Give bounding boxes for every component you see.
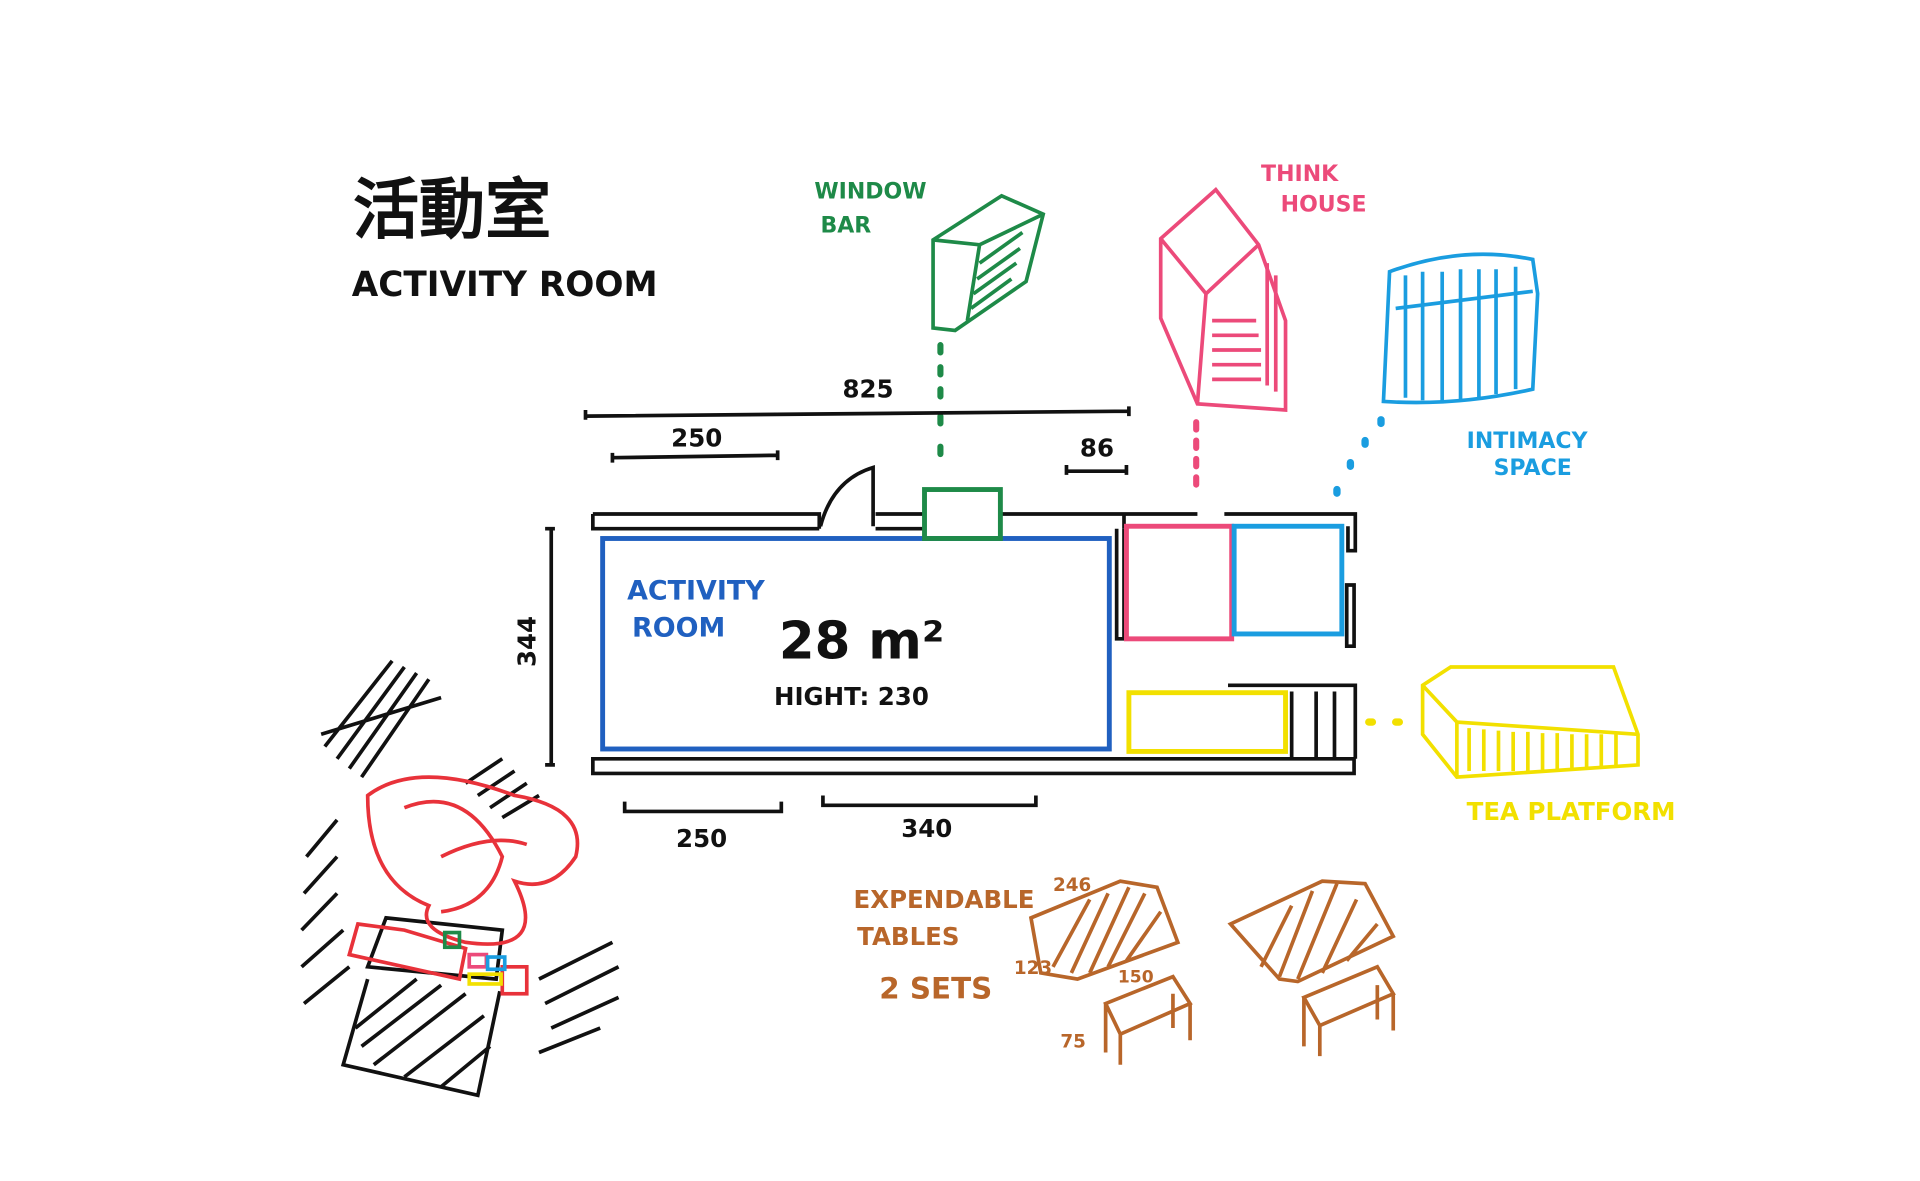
window-bar-label-2: BAR: [820, 214, 871, 239]
perspective-sketch: [300, 659, 620, 1098]
window-bar-sketch: [931, 193, 1046, 458]
think-house-label-1: THINK: [1261, 162, 1339, 187]
expendable-tables-sketch: [1028, 879, 1396, 1065]
room-height: HIGHT: 230: [774, 682, 929, 711]
title-chinese: 活動室: [353, 172, 551, 249]
tables-sets: 2 SETS: [879, 972, 992, 1006]
tables-label-2: TABLES: [857, 922, 959, 951]
tea-platform-plan: [1126, 690, 1288, 754]
table-length: 246: [1053, 875, 1091, 896]
small-table-height: 75: [1060, 1032, 1086, 1053]
think-house-plan: [1123, 523, 1235, 642]
think-house-sketch: [1158, 187, 1288, 488]
floor-plan: [591, 465, 1358, 776]
dim-top-left: 250: [671, 424, 722, 453]
intimacy-space-label-1: INTIMACY: [1467, 429, 1589, 454]
tea-platform-sketch: [1365, 665, 1640, 780]
dim-top-right: 86: [1080, 433, 1114, 462]
dimension-lines: [545, 406, 1131, 814]
title-english: ACTIVITY ROOM: [352, 265, 658, 305]
table-width: 123: [1014, 958, 1052, 979]
activity-room-area: [600, 536, 1112, 752]
tea-platform-label: TEA PLATFORM: [1467, 797, 1676, 826]
window-bar-label-1: WINDOW: [814, 179, 926, 204]
dim-bottom-mid: 340: [901, 814, 952, 843]
intimacy-space-label-2: SPACE: [1494, 456, 1572, 481]
intimacy-space-sketch: [1333, 252, 1540, 497]
intimacy-space-plan: [1231, 523, 1345, 637]
think-house-label-2: HOUSE: [1281, 193, 1367, 218]
window-bar-plan: [922, 487, 1003, 541]
room-label-2: ROOM: [632, 612, 725, 643]
room-area: 28 m²: [779, 611, 944, 671]
dim-overall-width: 825: [843, 375, 894, 404]
dim-depth: 344: [512, 616, 541, 667]
dim-bottom-left: 250: [676, 824, 727, 853]
room-label-1: ACTIVITY: [627, 576, 765, 607]
tables-label-1: EXPENDABLE: [854, 885, 1035, 914]
small-table-length: 150: [1118, 968, 1154, 988]
